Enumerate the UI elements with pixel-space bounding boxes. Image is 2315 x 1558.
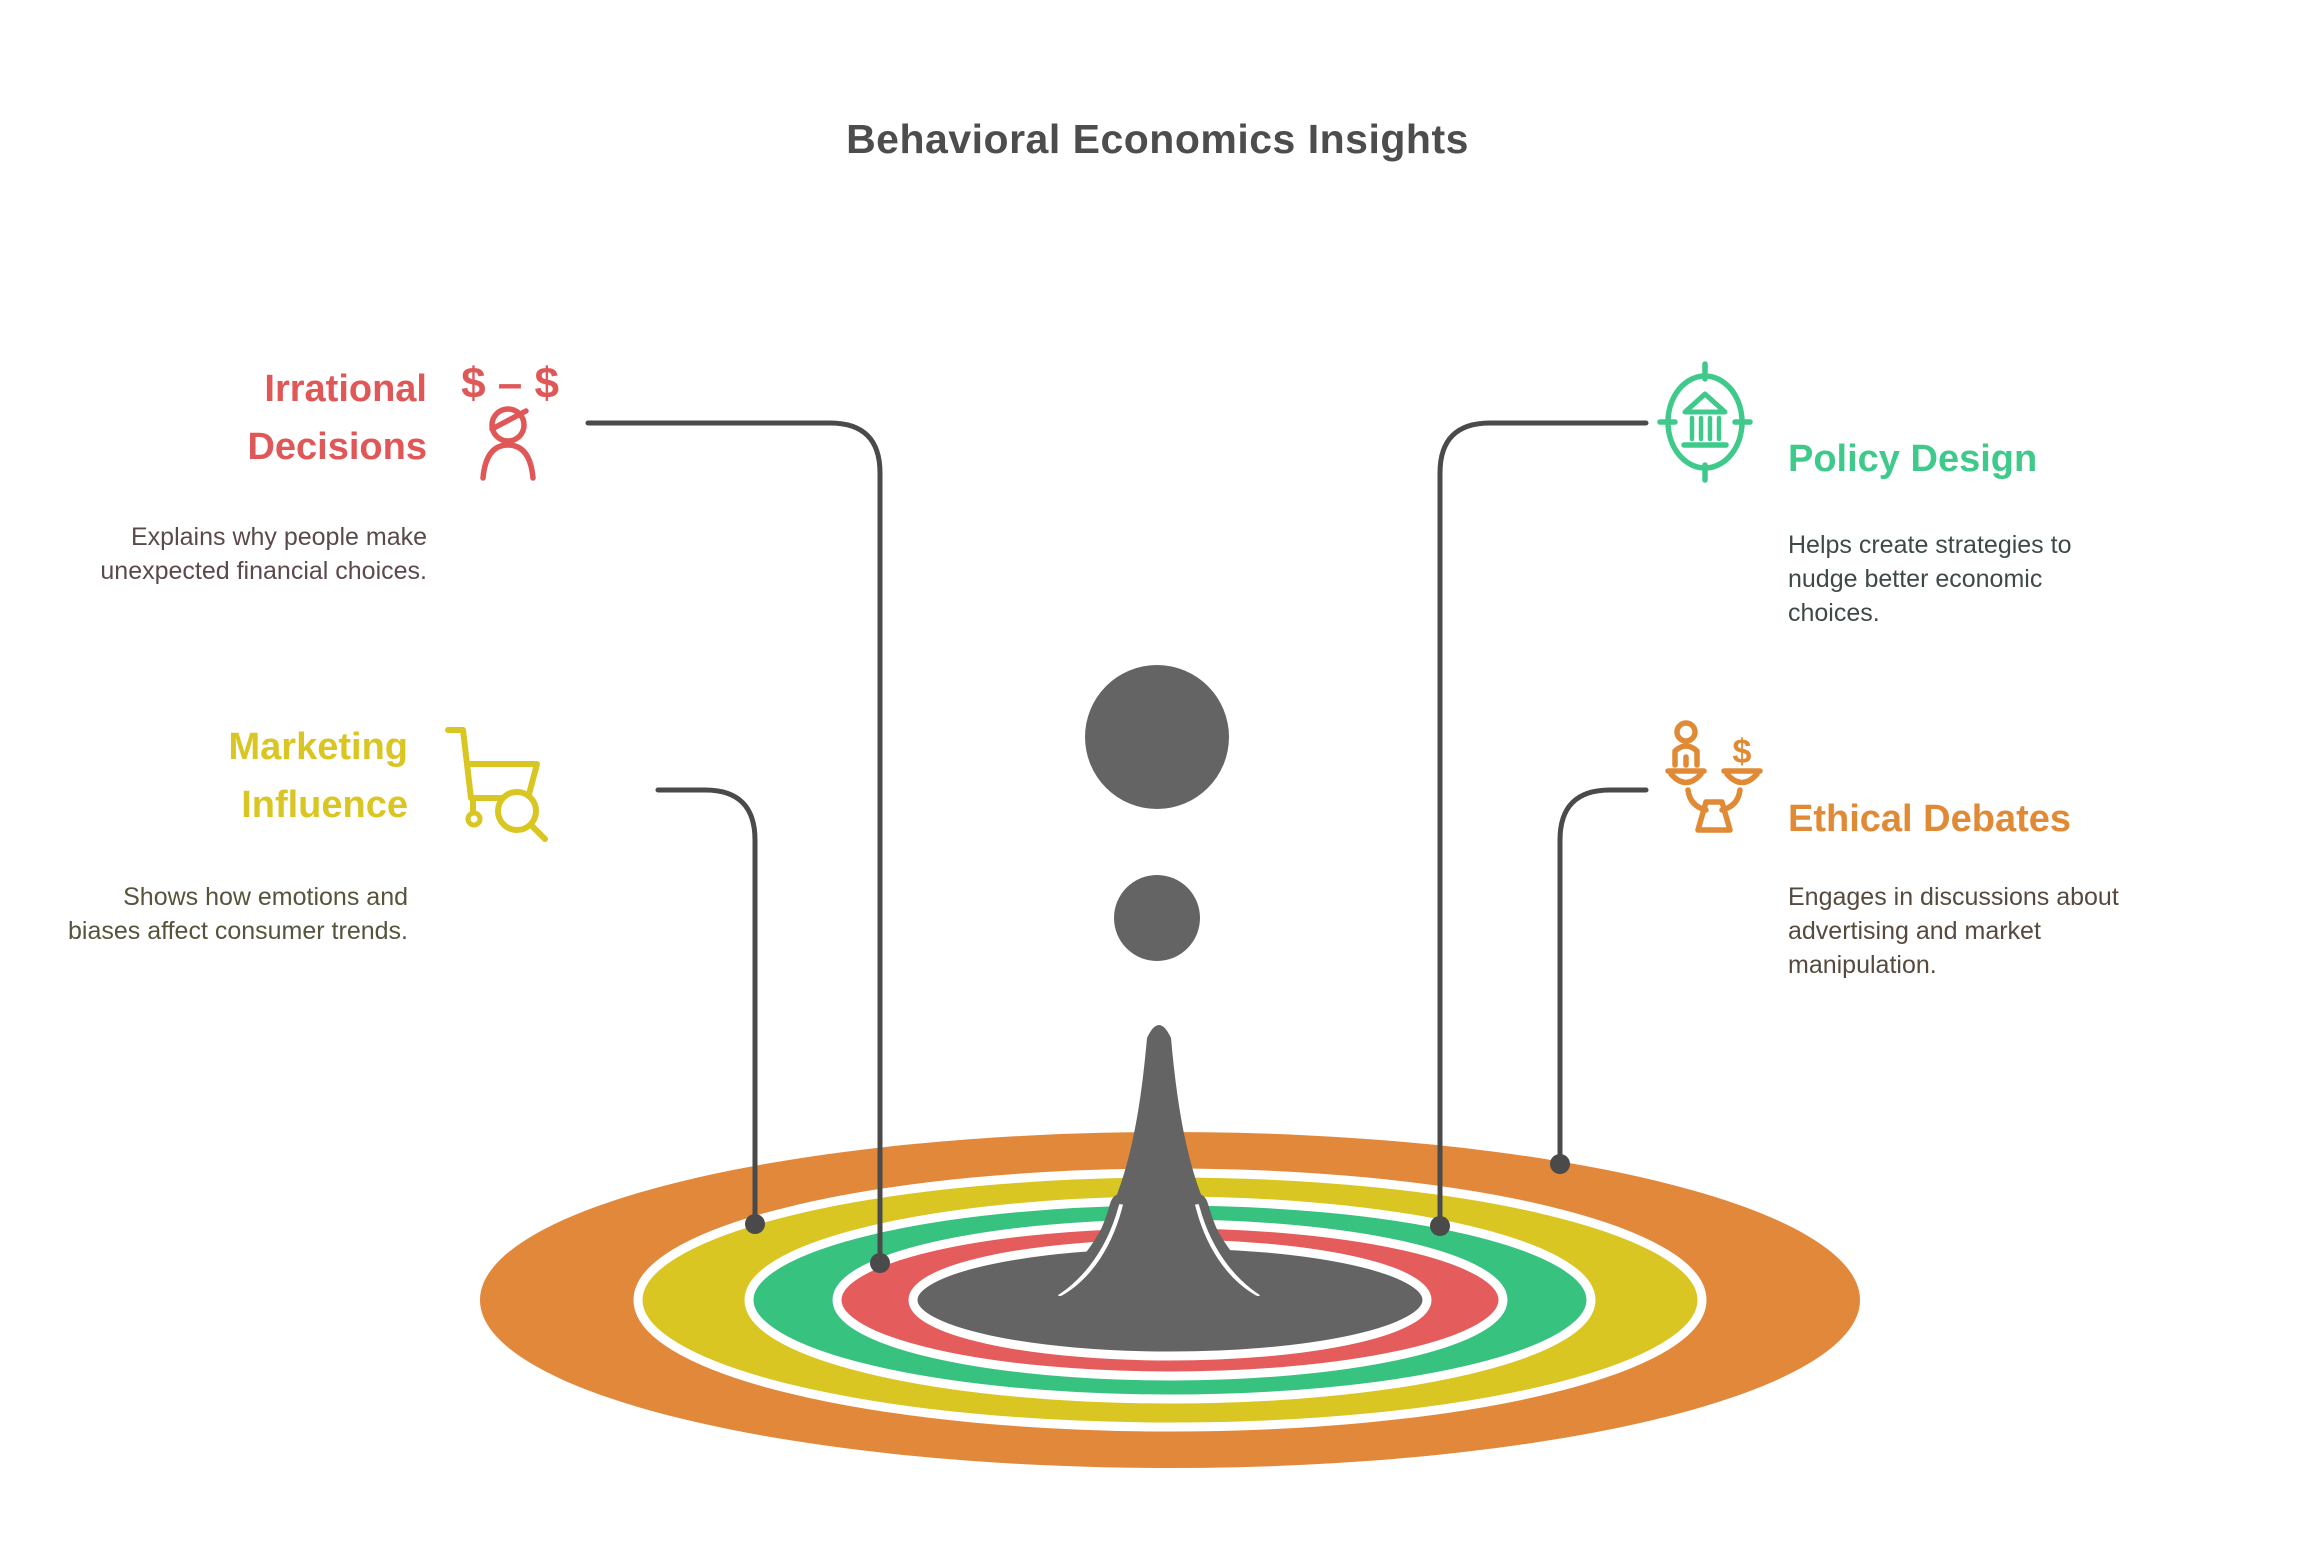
connector-marketing [655, 787, 758, 1227]
section-policy-title: Policy Design [1788, 438, 2038, 480]
cart-magnifier-icon [445, 727, 548, 842]
connector-dot-marketing [745, 1214, 765, 1234]
section-ethical-title: Ethical Debates [1788, 798, 2071, 840]
dollar-person-icon: $ – $ [461, 359, 559, 481]
connector-dot-policy [1430, 1216, 1450, 1236]
section-ethical-description: Engages in discussions about advertising… [1788, 883, 2119, 979]
connector-irrational [585, 420, 883, 1266]
dollar-choice-text: $ – $ [461, 359, 559, 408]
connector-dot-irrational [870, 1253, 890, 1273]
splash-curl-left [1039, 1194, 1127, 1303]
dollar-sign-text: $ [1733, 733, 1752, 771]
splash-column [1080, 1025, 1238, 1304]
droplet-large [1085, 665, 1229, 809]
section-irrational-title: Irrational Decisions [247, 368, 427, 468]
splash-curl-right [1191, 1194, 1279, 1303]
connector-dot-ethical [1550, 1154, 1570, 1174]
page-title: Behavioral Economics Insights [846, 116, 1469, 162]
connector-ethical [1557, 787, 1649, 1167]
section-policy-description: Helps create strategies to nudge better … [1788, 531, 2072, 627]
bank-target-icon [1657, 361, 1753, 483]
section-irrational-description: Explains why people make unexpected fina… [100, 523, 427, 585]
section-marketing-title: Marketing Influence [228, 726, 408, 826]
balance-scale-icon: $ [1665, 720, 1763, 833]
section-marketing-description: Shows how emotions and biases affect con… [68, 883, 408, 945]
droplet-small [1114, 875, 1200, 961]
connector-policy [1437, 420, 1649, 1229]
